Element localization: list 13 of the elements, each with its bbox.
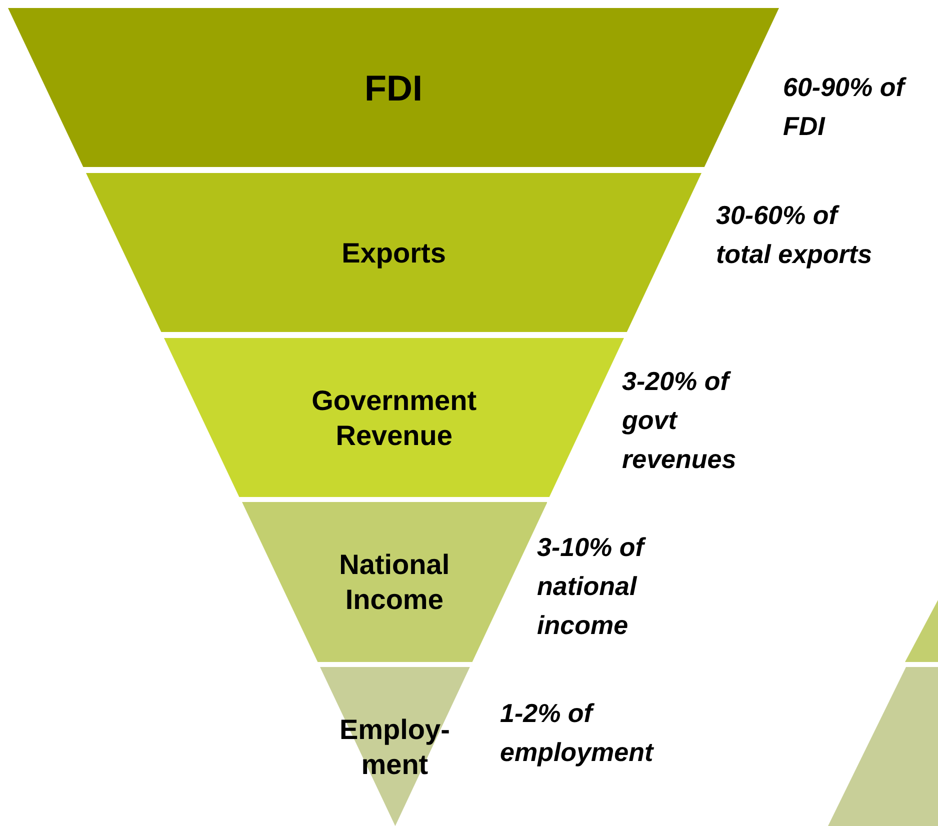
percentage-note: 3-20% of govt revenues [622,365,738,476]
funnel-band [86,173,702,332]
band-label: FDI [364,66,424,110]
band-label: Employ- ment [338,713,451,782]
percentage-note: 1-2% of employment [500,697,655,769]
band-label: Government Revenue [310,384,478,452]
band-label: National Income [338,548,451,617]
percentage-note: 30-60% of total exports [716,199,874,271]
percentage-note: 3-10% of national income [537,531,647,642]
band-label: Exports [340,236,447,270]
funnel-band [320,667,470,826]
percentage-note: 60-90% of FDI [783,71,908,143]
funnel-band [8,8,779,167]
